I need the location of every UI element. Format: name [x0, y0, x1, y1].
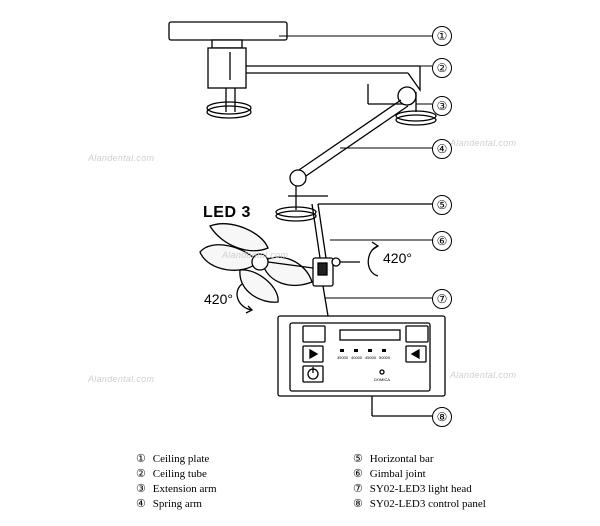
legend-label: Ceiling tube [152, 468, 207, 480]
callout-8: ⑧ [432, 407, 452, 427]
callout-7: ⑦ [432, 289, 452, 309]
watermark: Alandental.com [88, 153, 155, 163]
ceiling-mount [168, 21, 421, 119]
watermark: Alandental.com [222, 250, 289, 260]
legend-item: ② Ceiling tube [136, 467, 217, 482]
legend-item: ④ Spring arm [136, 497, 217, 512]
legend-item: ⑥ Gimbal joint [353, 467, 486, 482]
rotation-right-label: 420° [383, 250, 412, 266]
legend-right: ⑤ Horizontal bar ⑥ Gimbal joint ⑦ SY02-L… [353, 452, 486, 512]
legend-number: ⑤ [353, 453, 363, 465]
legend-number: ⑧ [353, 498, 363, 510]
callout-1: ① [432, 26, 452, 46]
legend-label: Horizontal bar [369, 453, 434, 465]
legend-item: ⑤ Horizontal bar [353, 452, 486, 467]
control-panel-drawing [277, 285, 446, 417]
legend-number: ⑦ [353, 483, 363, 495]
legend-number: ④ [136, 498, 146, 510]
panel-level-label: 40000 [351, 355, 363, 360]
watermark: Alandental.com [450, 138, 517, 148]
gimbal-and-head [199, 223, 380, 314]
legend-item: ⑧ SY02-LED3 control panel [353, 497, 486, 512]
legend-label: Ceiling plate [152, 453, 210, 465]
panel-level-label: 45000 [365, 355, 377, 360]
callout-leaders [279, 35, 432, 299]
legend-label: Spring arm [152, 498, 202, 510]
horizontal-bar [311, 203, 432, 259]
legend-item: ① Ceiling plate [136, 452, 217, 467]
legend-label: Extension arm [152, 483, 217, 495]
legend-label: Gimbal joint [369, 468, 426, 480]
legend-label: SY02-LED3 control panel [369, 498, 486, 510]
watermark: Alandental.com [450, 370, 517, 380]
rotation-left-label: 420° [204, 291, 233, 307]
extension-arm-joint [367, 84, 437, 126]
callout-2: ② [432, 58, 452, 78]
callout-6: ⑥ [432, 231, 452, 251]
legend-number: ③ [136, 483, 146, 495]
watermark: Alandental.com [88, 374, 155, 384]
callout-3: ③ [432, 96, 452, 116]
panel-level-label: 50000 [379, 355, 391, 360]
legend-number: ② [136, 468, 146, 480]
callout-4: ④ [432, 139, 452, 159]
panel-brand-label: DOMICA [374, 377, 390, 382]
legend-number: ⑥ [353, 468, 363, 480]
spring-arm [275, 99, 409, 222]
panel-level-label: 35000 [337, 355, 349, 360]
legend-number: ① [136, 453, 146, 465]
legend-left: ① Ceiling plate ② Ceiling tube ③ Extensi… [136, 452, 217, 512]
callout-5: ⑤ [432, 195, 452, 215]
legend-item: ⑦ SY02-LED3 light head [353, 482, 486, 497]
legend-label: SY02-LED3 light head [369, 483, 472, 495]
legend-item: ③ Extension arm [136, 482, 217, 497]
model-title: LED 3 [203, 204, 251, 221]
